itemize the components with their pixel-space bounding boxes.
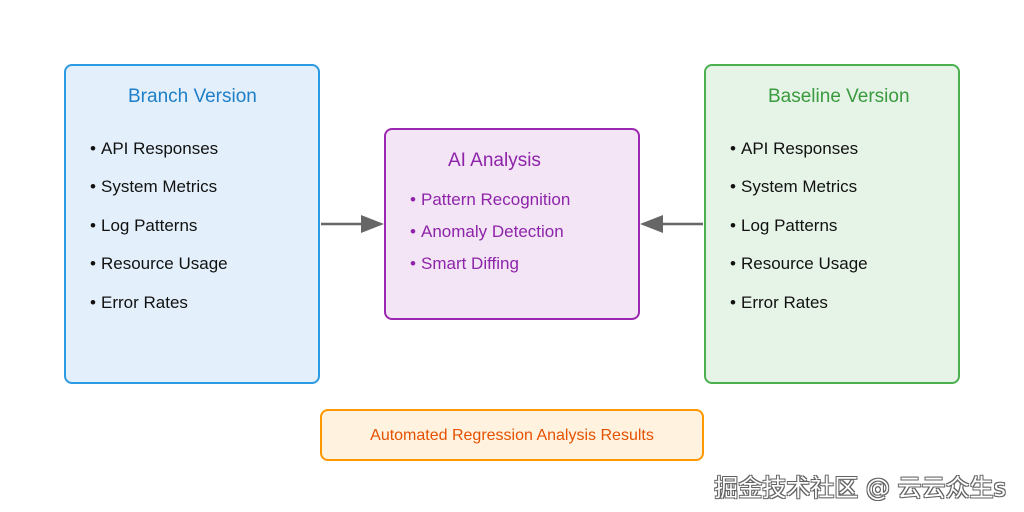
ai-analysis-title: AI Analysis xyxy=(448,150,541,171)
list-item: API Responses xyxy=(730,139,868,177)
list-item: System Metrics xyxy=(90,177,228,215)
list-item: Error Rates xyxy=(730,293,868,331)
list-item: API Responses xyxy=(90,139,228,177)
list-item: Pattern Recognition xyxy=(410,190,570,222)
list-item: Log Patterns xyxy=(90,216,228,254)
ai-capabilities-list: Pattern Recognition Anomaly Detection Sm… xyxy=(410,190,570,286)
list-item: Resource Usage xyxy=(730,254,868,292)
arrowhead-branch-to-ai xyxy=(361,215,384,233)
branch-version-box: Branch Version API Responses System Metr… xyxy=(64,64,320,384)
list-item: Error Rates xyxy=(90,293,228,331)
list-item: Log Patterns xyxy=(730,216,868,254)
ai-analysis-box: AI Analysis Pattern Recognition Anomaly … xyxy=(384,128,640,320)
list-item: System Metrics xyxy=(730,177,868,215)
watermark: 掘金技术社区 @ 云云众生s xyxy=(714,474,1006,502)
baseline-metrics-list: API Responses System Metrics Log Pattern… xyxy=(730,139,868,331)
list-item: Resource Usage xyxy=(90,254,228,292)
baseline-version-box: Baseline Version API Responses System Me… xyxy=(704,64,960,384)
baseline-version-title: Baseline Version xyxy=(768,86,910,107)
branch-version-title: Branch Version xyxy=(128,86,257,107)
list-item: Anomaly Detection xyxy=(410,222,570,254)
list-item: Smart Diffing xyxy=(410,254,570,286)
results-box: Automated Regression Analysis Results xyxy=(320,409,704,461)
arrowhead-baseline-to-ai xyxy=(640,215,663,233)
branch-metrics-list: API Responses System Metrics Log Pattern… xyxy=(90,139,228,331)
results-label: Automated Regression Analysis Results xyxy=(370,427,654,444)
